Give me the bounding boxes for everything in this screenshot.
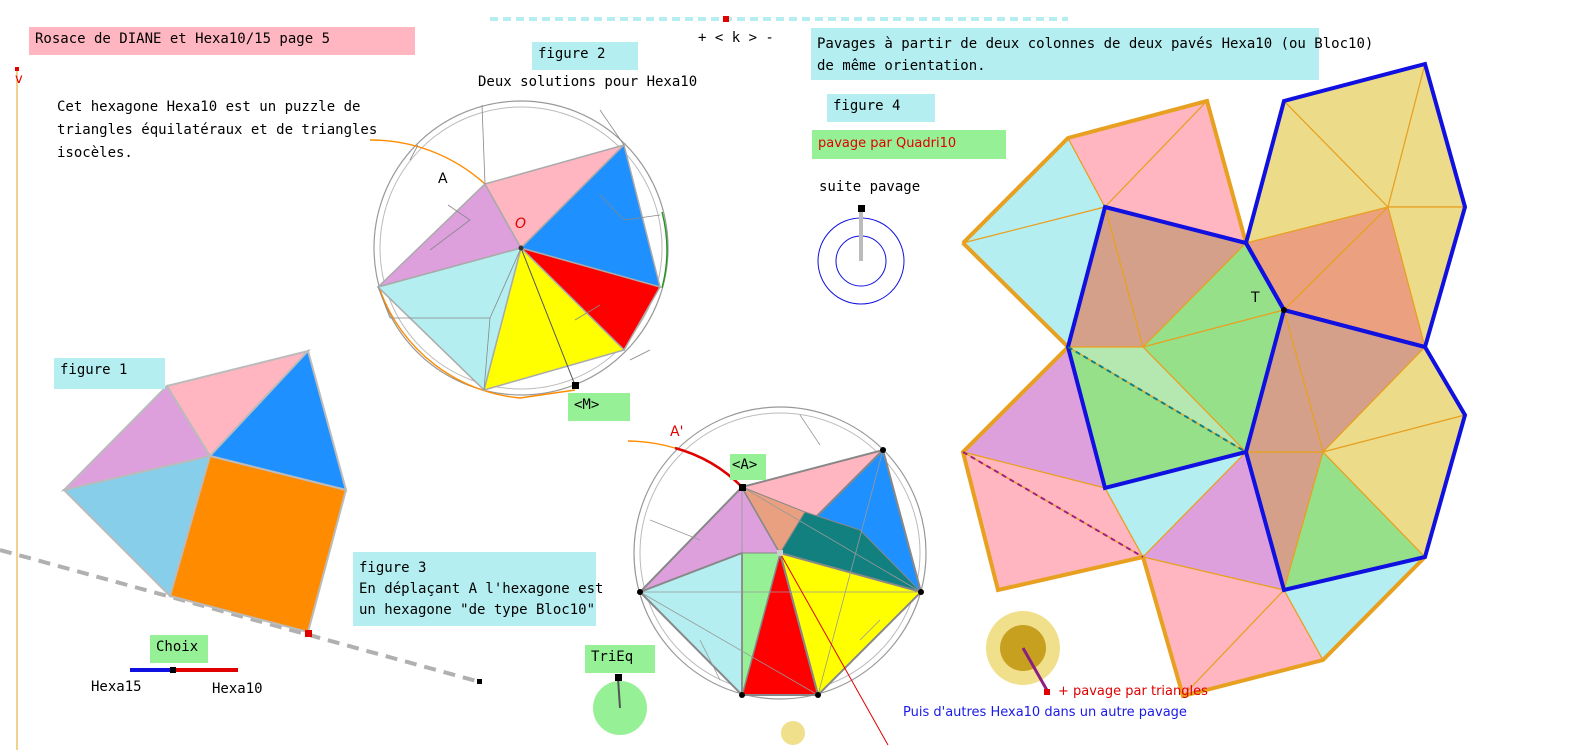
- fig4-outline: [960, 98, 1427, 699]
- figure2-label: figure 2: [532, 42, 638, 70]
- pavage-quadri-button[interactable]: pavage par Quadri10: [812, 130, 1006, 159]
- figure3-text: figure 3 En déplaçant A l'hexagone est u…: [353, 552, 604, 626]
- heading-right: Pavages à partir de deux colonnes de deu…: [811, 28, 1374, 80]
- small-yellow-dot: [781, 721, 805, 745]
- trieq-label: TriEq: [585, 645, 655, 673]
- dashed-guide-line: [0, 548, 481, 684]
- fig2-point-a-label: A: [438, 171, 448, 187]
- intro-line-1: Cet hexagone Hexa10 est un puzzle de: [57, 99, 361, 115]
- fig1-handle[interactable]: [305, 630, 312, 637]
- figure3-label: figure 3: [359, 560, 427, 576]
- autres-hexa10-link[interactable]: Puis d'autres Hexa10 dans un autre pavag…: [903, 705, 1187, 720]
- fig2-m-label[interactable]: <M>: [568, 393, 630, 421]
- fig2-point-o-label: O: [515, 216, 527, 232]
- figure1-hexagon: [60, 349, 348, 634]
- fig2-cyan: [376, 246, 523, 392]
- fig3-a-point[interactable]: [739, 484, 746, 491]
- vertical-slider-label: v: [15, 72, 23, 87]
- heading-right-line-1: Pavages à partir de deux colonnes de deu…: [817, 36, 1374, 52]
- figure2-rosace: [369, 100, 669, 399]
- figure3-rosace: [627, 406, 927, 746]
- vertical-slider-handle[interactable]: [15, 67, 19, 71]
- page-nav[interactable]: + < k > -: [698, 30, 774, 46]
- suite-pavage-label: suite pavage: [819, 179, 921, 195]
- fig4-point-t-label: T: [1251, 290, 1260, 306]
- choix-label: Choix: [150, 635, 208, 663]
- page-title: Rosace de DIANE et Hexa10/15 page 5: [29, 27, 415, 55]
- suite-dial-handle[interactable]: [858, 205, 865, 212]
- fig3-a-prime-label: A': [670, 424, 684, 440]
- top-slider-handle[interactable]: [723, 16, 729, 22]
- trieq-handle[interactable]: [615, 674, 622, 681]
- figure4-label: figure 4: [827, 94, 935, 122]
- rotation-knob-handle[interactable]: [1044, 689, 1050, 695]
- pavage-triangles-link[interactable]: + pavage par triangles: [1058, 684, 1208, 699]
- intro-line-2: triangles équilatéraux et de triangles: [57, 122, 378, 138]
- intro-text: Cet hexagone Hexa10 est un puzzle de tri…: [57, 96, 377, 165]
- figure1-label: figure 1: [54, 358, 165, 389]
- fig3-a-label[interactable]: <A>: [730, 454, 766, 480]
- fig3-cyan: [638, 551, 743, 698]
- choix-slider-handle[interactable]: [170, 667, 176, 673]
- figure3-line-1: En déplaçant A l'hexagone est: [359, 581, 604, 597]
- heading-right-line-2: de même orientation.: [817, 58, 986, 74]
- figure3-line-2: un hexagone "de type Bloc10": [359, 602, 596, 618]
- choix-left-label: Hexa15: [91, 679, 142, 695]
- figure4-tiling: [961, 61, 1466, 698]
- fig2-m-point[interactable]: [572, 382, 579, 389]
- choix-right-label: Hexa10: [212, 681, 263, 697]
- figure2-subtitle: Deux solutions pour Hexa10: [478, 74, 698, 90]
- intro-line-3: isocèles.: [57, 145, 133, 161]
- guide-end-point[interactable]: [477, 679, 482, 684]
